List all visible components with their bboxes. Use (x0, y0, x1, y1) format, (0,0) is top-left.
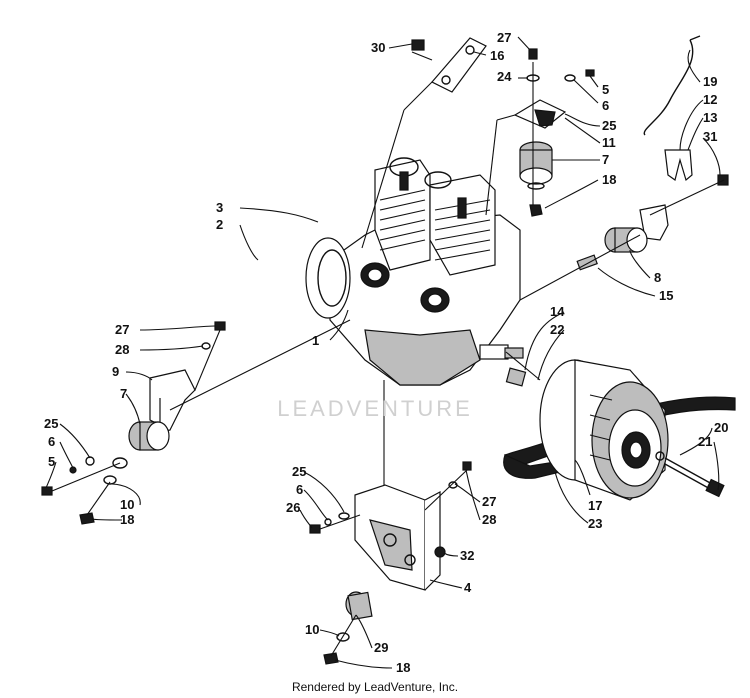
callout-14: 14 (550, 304, 565, 319)
callout-16: 16 (490, 48, 504, 63)
callout-21: 21 (698, 434, 712, 449)
callout-11: 11 (602, 135, 616, 150)
callout-24: 23 (588, 516, 602, 531)
engine-block (305, 157, 524, 386)
callout-9: 9 (112, 364, 119, 379)
callout-5-left: 5 (48, 454, 55, 469)
callout-3: 3 (216, 200, 223, 215)
callout-25-left: 25 (44, 416, 58, 431)
left-engine-mount (41, 319, 351, 525)
watermark: LEADVENTURE (277, 396, 473, 421)
callout-2: 2 (216, 217, 223, 232)
callout-17: 17 (588, 498, 602, 513)
torque-link (519, 35, 729, 301)
footer-credit: Rendered by LeadVenture, Inc. (291, 680, 459, 694)
callout-31: 31 (703, 129, 717, 144)
callout-22: 22 (550, 322, 564, 337)
callout-27-left: 27 (115, 322, 129, 337)
callout-27: 27 (497, 30, 511, 45)
callout-20: 20 (714, 420, 728, 435)
callout-10-lower: 10 (305, 622, 319, 637)
callout-1: 1 (312, 333, 319, 348)
callout-26: 26 (286, 500, 300, 515)
callout-7-left: 7 (120, 386, 127, 401)
callout-30: 30 (371, 40, 385, 55)
callout-4: 4 (464, 580, 472, 595)
callout-leaders (45, 36, 721, 669)
upper-right-mount (485, 48, 595, 217)
top-mount-plate (361, 37, 487, 249)
callout-7: 7 (602, 152, 609, 167)
callout-28-lower: 28 (482, 512, 496, 527)
callout-6: 6 (602, 98, 609, 113)
callout-29: 29 (374, 640, 388, 655)
callout-27-lower: 27 (482, 494, 496, 509)
callout-15: 15 (659, 288, 673, 303)
callout-23: 24 (497, 69, 512, 84)
callout-5: 5 (602, 82, 609, 97)
callout-18: 18 (602, 172, 616, 187)
callout-12: 12 (703, 92, 717, 107)
lower-engine-mount (309, 380, 472, 665)
callout-18-lower: 18 (396, 660, 410, 675)
callout-32: 32 (460, 548, 474, 563)
callout-18-left: 18 (120, 512, 134, 527)
callout-6-lower: 6 (296, 482, 303, 497)
callout-25: 25 (602, 118, 616, 133)
callout-19: 19 (703, 74, 717, 89)
callout-6-left: 6 (48, 434, 55, 449)
callout-labels: 30 16 27 24 5 6 25 11 7 18 19 12 13 31 3… (44, 30, 728, 675)
drive-clutch (503, 351, 736, 501)
callout-8: 8 (654, 270, 661, 285)
callout-25-lower: 25 (292, 464, 306, 479)
callout-10-left: 10 (120, 497, 134, 512)
callout-13: 13 (703, 110, 717, 125)
callout-28-left: 28 (115, 342, 129, 357)
